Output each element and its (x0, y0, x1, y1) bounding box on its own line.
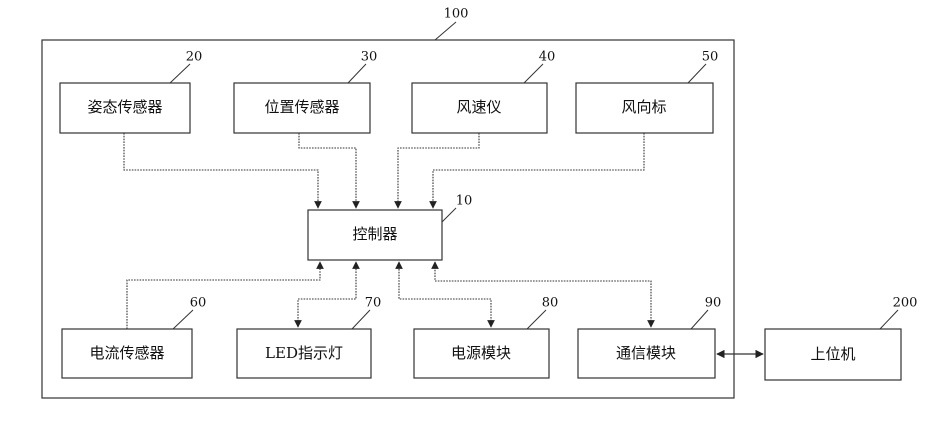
position-sensor-ref: 30 (361, 50, 378, 65)
position-to-controller-arrow (299, 133, 356, 208)
comm-controller-link (435, 262, 651, 327)
power-module-label: 电源模块 (451, 344, 511, 362)
comm-module-ref: 90 (705, 296, 722, 311)
led-indicator-label: LED指示灯 (265, 344, 343, 362)
controller-ref: 10 (456, 194, 473, 209)
led-indicator-block: LED指示灯 70 (237, 296, 381, 379)
attitude-sensor-label: 姿态传感器 (87, 98, 162, 116)
comm-module-label: 通信模块 (616, 344, 676, 362)
attitude-to-controller-arrow (124, 133, 318, 208)
anemometer-block: 风速仪 40 (412, 50, 555, 134)
host-computer-block: 上位机 200 (765, 296, 917, 381)
position-sensor-block: 位置传感器 30 (234, 50, 377, 134)
wind-vane-block: 风向标 50 (576, 50, 718, 134)
wind-vane-label: 风向标 (621, 98, 666, 116)
led-controller-link (298, 262, 356, 327)
power-module-ref: 80 (542, 296, 559, 311)
power-controller-link (399, 262, 491, 327)
controller-label: 控制器 (352, 225, 397, 243)
anemometer-label: 风速仪 (456, 98, 501, 116)
power-module-block: 电源模块 80 (414, 296, 558, 379)
wind-vane-ref: 50 (702, 50, 719, 65)
controller-block: 控制器 10 (308, 194, 472, 261)
current-sensor-label: 电流传感器 (89, 344, 164, 362)
host-computer-label: 上位机 (810, 345, 855, 363)
system-ref: 100 (444, 7, 469, 22)
comm-module-block: 通信模块 90 (578, 296, 721, 379)
position-sensor-label: 位置传感器 (264, 98, 339, 116)
attitude-sensor-block: 姿态传感器 20 (60, 50, 202, 134)
anemometer-ref: 40 (539, 50, 556, 65)
current-to-controller-arrow (127, 262, 320, 329)
led-indicator-ref: 70 (365, 296, 382, 311)
attitude-sensor-ref: 20 (186, 50, 203, 65)
host-computer-ref: 200 (893, 296, 918, 311)
current-sensor-ref: 60 (190, 296, 207, 311)
current-sensor-block: 电流传感器 60 (62, 296, 206, 379)
